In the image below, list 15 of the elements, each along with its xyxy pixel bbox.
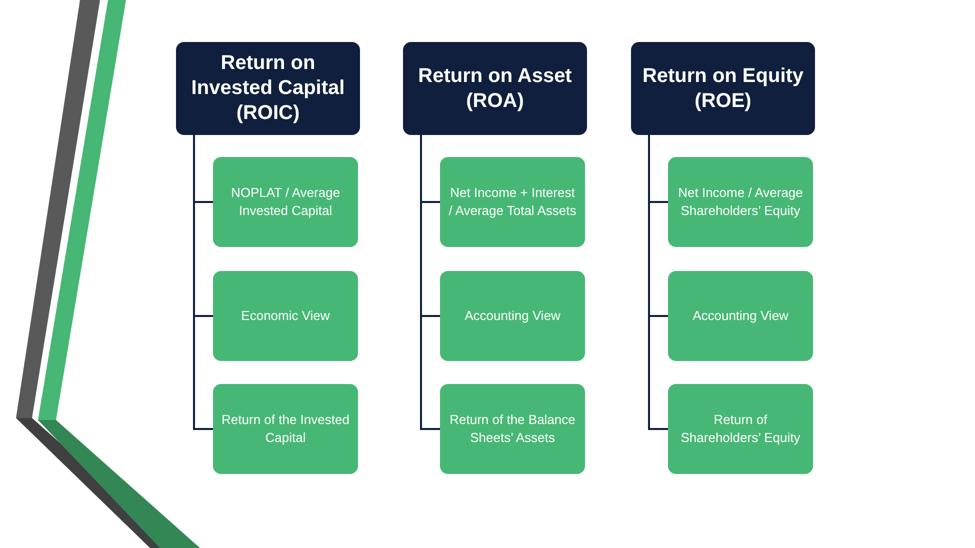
header-box: Return on Asset (ROA)	[403, 42, 587, 135]
metric-box: Return of the Balance Sheets’ Assets	[440, 384, 585, 474]
header-box: Return on Invested Capital (ROIC)	[176, 42, 360, 135]
header-box: Return on Equity (ROE)	[631, 42, 815, 135]
metric-box: NOPLAT / Average Invested Capital	[213, 157, 358, 247]
connector-line	[193, 135, 213, 430]
metric-box: Return of Shareholders’ Equity	[668, 384, 813, 474]
metric-box: Economic View	[213, 271, 358, 361]
metric-box: Net Income + Interest / Average Total Assets	[440, 157, 585, 247]
metric-box: Accounting View	[440, 271, 585, 361]
connector-line	[648, 135, 668, 430]
connector-line	[420, 135, 440, 430]
metric-box: Return of the Invested Capital	[213, 384, 358, 474]
metric-box: Net Income / Average Shareholders’ Equity	[668, 157, 813, 247]
metric-box: Accounting View	[668, 271, 813, 361]
